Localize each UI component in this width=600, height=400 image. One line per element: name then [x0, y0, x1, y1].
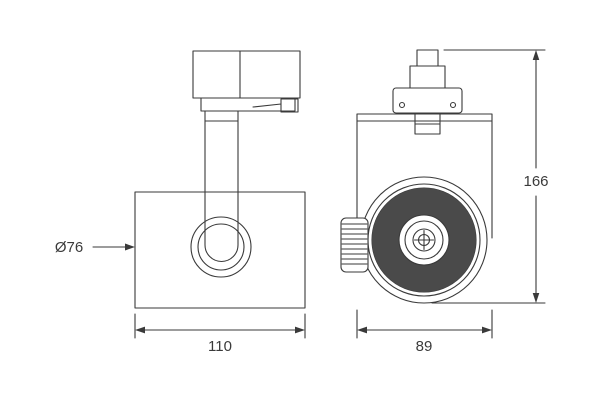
adapter-base: [392, 87, 463, 114]
screw-left: [398, 101, 406, 109]
body-length-extension-lines: [134, 313, 306, 339]
swivel-joint: [190, 216, 252, 278]
swivel-outer-ring: [190, 216, 252, 278]
reflector-fins: [372, 188, 476, 292]
lamp-body-side: [134, 191, 306, 309]
head-width-arrow-right: [482, 326, 492, 334]
dimension-head-width: 89: [356, 309, 493, 355]
diameter-dimension-label: Ø76: [55, 239, 83, 256]
knob-body: [340, 217, 369, 273]
adjustment-knob: [340, 217, 369, 273]
dimension-diameter: Ø76: [55, 239, 135, 256]
body-length-dimension-label: 110: [208, 338, 232, 355]
head-width-extension-lines: [356, 309, 493, 339]
mounting-bracket: [356, 113, 493, 239]
reflector-inner-edge: [398, 214, 450, 266]
center-screw-cross: [413, 229, 435, 251]
head-width-dimension-label: 89: [416, 338, 433, 355]
dimension-body-length: 110: [134, 313, 306, 355]
lens-ring: [404, 220, 444, 260]
body-length-arrow-right: [295, 326, 305, 334]
height-arrow-top: [532, 50, 540, 60]
side-view: [134, 50, 306, 309]
height-arrow-bottom: [532, 293, 540, 303]
lamp-face: [360, 176, 488, 304]
dimension-overall-height: 166: [431, 49, 549, 304]
front-view: [340, 49, 493, 304]
lens-inner-ring: [412, 228, 436, 252]
knob-ribs: [341, 223, 368, 265]
adapter-latch: [200, 97, 299, 113]
track-adapter-side: [192, 50, 301, 99]
swivel-inner-ring: [197, 223, 245, 271]
track-adapter-front: [409, 49, 446, 89]
adapter-screws: [398, 101, 457, 109]
dimension-annotations: Ø76 110 166 89: [55, 49, 549, 355]
diameter-arrowhead: [125, 243, 135, 251]
stem: [204, 110, 239, 263]
screw-right: [449, 101, 457, 109]
height-dimension-label: 166: [523, 173, 548, 190]
height-extension-lines: [431, 49, 546, 304]
head-width-arrow-left: [357, 326, 367, 334]
body-length-arrow-left: [135, 326, 145, 334]
